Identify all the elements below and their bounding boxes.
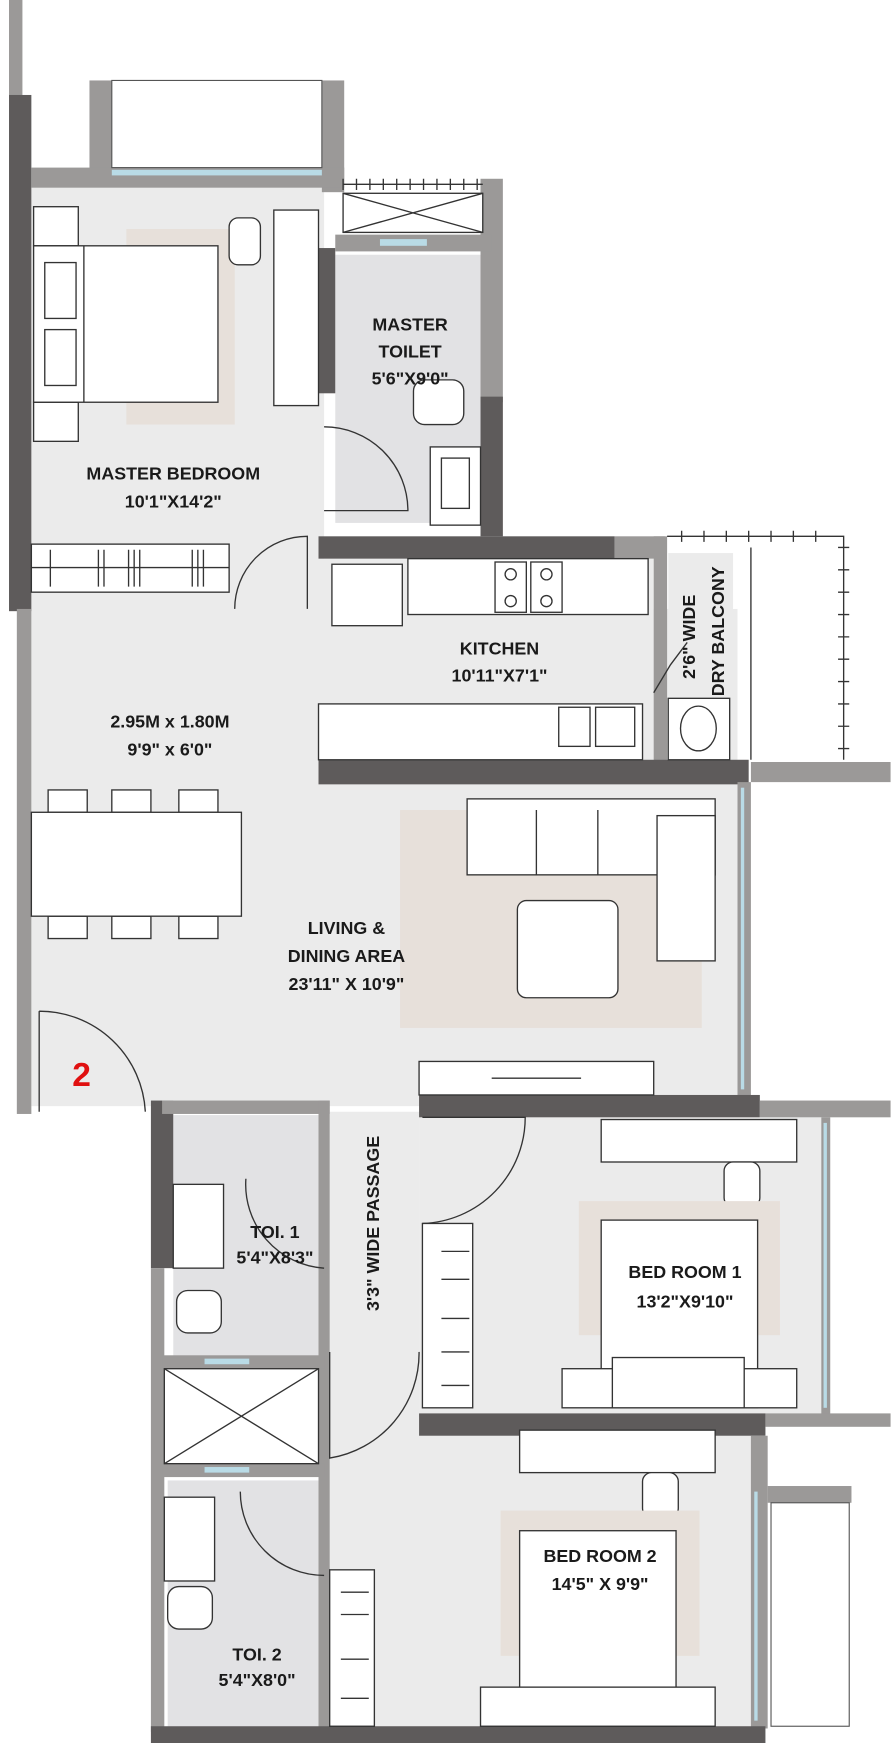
tv-unit [418,1060,655,1096]
passage-door[interactable] [329,1351,420,1459]
toilet1-name: TOI. 1 [250,1222,299,1242]
dry-balcony-line2: DRY BALCONY [708,566,728,696]
kitchen-counters [317,557,731,761]
study-desk [273,209,320,407]
toilet1-size: 5'4"X8'3" [236,1248,313,1268]
toilet1-door[interactable] [245,1178,325,1269]
bedroom1-size: 13'2"X9'10" [637,1291,734,1311]
bedroom1-name: BED ROOM 1 [628,1262,741,1282]
main-entrance-door[interactable] [38,1010,146,1112]
master-bedroom-size: 10'1"X14'2" [125,491,222,511]
dining-set [30,789,243,940]
toilet2-fixtures [163,1496,216,1630]
foyer-size-metric: 2.95M x 1.80M [110,711,229,731]
unit-number: 2 [72,1057,91,1094]
master-bedroom-name: MASTER BEDROOM [86,463,260,483]
balcony-door[interactable] [653,642,688,694]
living-name-2: DINING AREA [288,946,406,966]
bedroom2-size: 14'5" X 9'9" [552,1574,649,1594]
bedroom2-furniture [329,1429,716,1727]
master-bedroom-door[interactable] [234,535,309,609]
toilet2-name: TOI. 2 [232,1644,281,1664]
master-duct [342,192,484,234]
master-bed [32,206,235,443]
master-railing [342,178,483,190]
common-duct [163,1368,320,1465]
toilet2-door[interactable] [239,1491,325,1577]
master-toilet-fixtures [412,379,482,526]
wardrobe [30,543,230,593]
master-toilet-name-2: TOILET [379,342,442,362]
bedroom2-name: BED ROOM 2 [544,1546,657,1566]
toilet2-size: 5'4"X8'0" [219,1670,296,1690]
master-toilet-door[interactable] [324,426,409,512]
sofa-set [400,798,716,1028]
bedroom1-furniture [421,1118,798,1409]
foyer-size-imperial: 9'9" x 6'0" [127,739,212,759]
toilet1-fixtures [172,1183,225,1334]
master-toilet-size: 5'6"X9'0" [372,368,449,388]
dry-balcony-line1: 2'6" WIDE [679,595,699,679]
kitchen-size: 10'11"X7'1" [452,666,548,686]
balcony-railing [667,530,850,760]
desk-chair [228,217,262,266]
room-labels: MASTER BEDROOM 10'1"X14'2" MASTER TOILET… [86,315,741,1690]
kitchen-name: KITCHEN [460,639,539,659]
passage-label: 3'3" WIDE PASSAGE [363,1136,383,1311]
living-name-1: LIVING & [308,918,385,938]
bedroom1-door[interactable] [422,1116,526,1225]
walls [9,0,891,1743]
living-size: 23'11" X 10'9" [289,974,405,994]
master-toilet-name-1: MASTER [372,315,448,335]
